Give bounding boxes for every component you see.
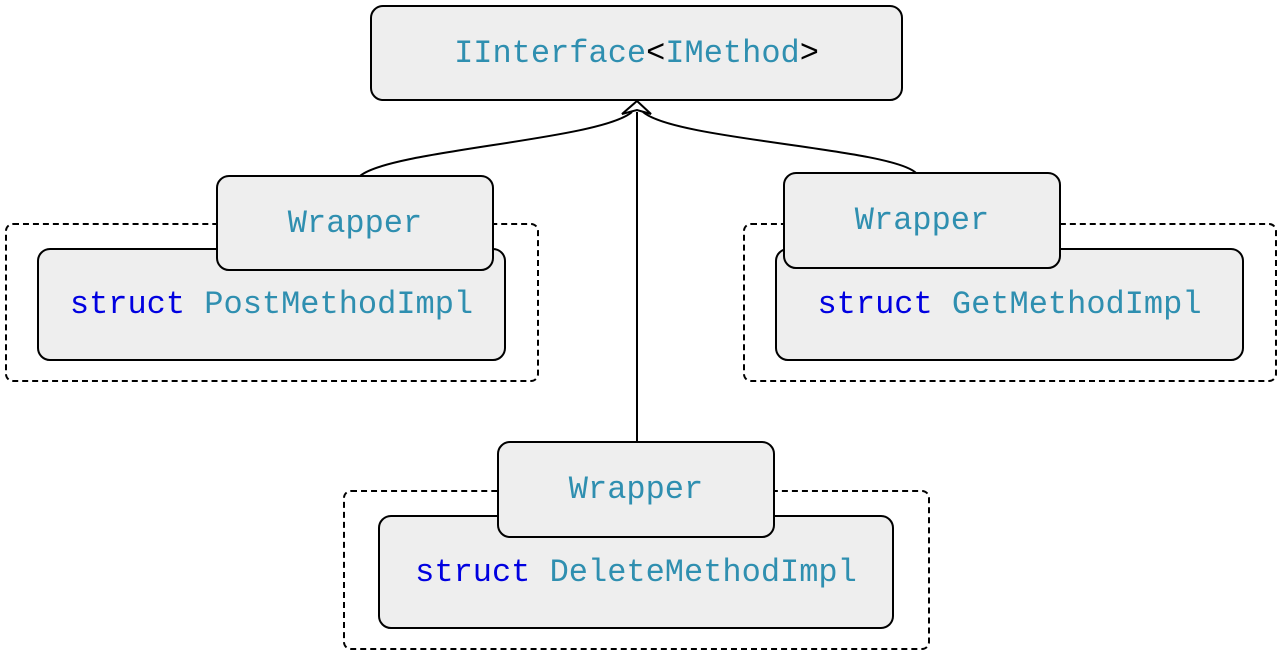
struct-name: DeleteMethodImpl — [549, 553, 857, 591]
edge-get-to-interface — [642, 111, 917, 174]
interface-type-param: IMethod — [665, 34, 800, 72]
struct-keyword: struct — [415, 553, 531, 591]
post-wrapper-box[interactable]: Wrapper — [216, 175, 494, 271]
wrapper-label: Wrapper — [568, 471, 704, 508]
get-wrapper-box[interactable]: Wrapper — [783, 172, 1061, 269]
wrapper-label: Wrapper — [287, 204, 423, 242]
delete-wrapper-box[interactable]: Wrapper — [497, 441, 775, 538]
interface-name: IInterface — [454, 34, 647, 72]
struct-name: PostMethodImpl — [204, 286, 474, 323]
template-open-bracket: < — [646, 34, 666, 72]
interface-box[interactable]: IInterface<IMethod> — [370, 5, 903, 101]
edge-post-to-interface — [359, 111, 633, 177]
inheritance-arrowhead-icon — [621, 99, 652, 115]
struct-name: GetMethodImpl — [951, 286, 1202, 323]
wrapper-label: Wrapper — [854, 202, 990, 239]
struct-keyword: struct — [69, 286, 186, 323]
struct-keyword: struct — [817, 286, 933, 323]
template-close-bracket: > — [799, 34, 819, 72]
